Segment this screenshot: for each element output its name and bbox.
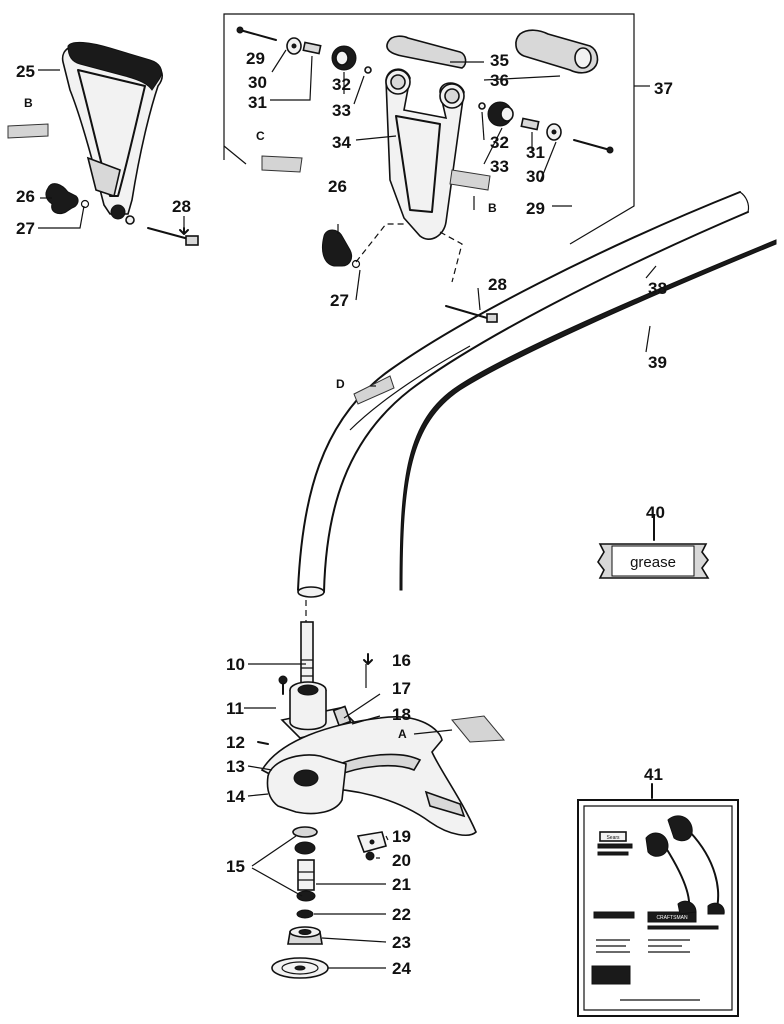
label-30-left: 30: [248, 73, 267, 92]
operators-manual-part-41: Sears CRAFTSMAN: [577, 783, 739, 1017]
label-b-left: B: [24, 96, 33, 110]
label-b-right: B: [488, 201, 497, 215]
grease-label: grease: [630, 554, 676, 571]
label-15: 15: [226, 857, 245, 876]
label-36: 36: [490, 71, 509, 90]
label-26-left: 26: [16, 187, 35, 206]
label-41: 41: [644, 765, 663, 784]
label-12: 12: [226, 733, 245, 752]
handle-assembly-bracket: [223, 13, 650, 245]
leader-lines: [38, 49, 657, 969]
label-16: 16: [392, 651, 411, 670]
label-34: 34: [332, 133, 351, 152]
handle-assembly-left: [7, 41, 199, 246]
label-28-left: 28: [172, 197, 191, 216]
shaft-tube-part-38: [297, 191, 741, 591]
decal-a: [451, 715, 506, 743]
label-27-right: 27: [330, 291, 349, 310]
label-11: 11: [226, 699, 244, 718]
label-14: 14: [226, 787, 245, 806]
grease-packet-part-40: grease: [597, 515, 710, 579]
label-24: 24: [392, 959, 411, 978]
label-28-right: 28: [488, 275, 507, 294]
handle-assembly-right: [236, 26, 614, 323]
arrow-28: [179, 227, 189, 235]
label-13: 13: [226, 757, 245, 776]
decal-b-left: [7, 123, 49, 139]
arrow-16: [363, 653, 373, 665]
decal-b-right: [449, 169, 491, 191]
label-22: 22: [392, 905, 411, 924]
label-c: C: [256, 129, 265, 143]
flex-cable-part-39: [399, 239, 777, 591]
label-32-left: 32: [332, 75, 351, 94]
label-27-left: 27: [16, 219, 35, 238]
label-30-right: 30: [526, 167, 545, 186]
label-39: 39: [648, 353, 667, 372]
label-38: 38: [648, 279, 667, 298]
label-20: 20: [392, 851, 411, 870]
guard-part-13: [260, 716, 477, 836]
label-17: 17: [392, 679, 411, 698]
manual-brand-right: CRAFTSMAN: [656, 915, 688, 921]
gear-head-assembly: [257, 600, 506, 979]
label-33-left: 33: [332, 101, 351, 120]
label-23: 23: [392, 933, 411, 952]
label-32-right: 32: [490, 133, 509, 152]
label-a: A: [398, 727, 407, 741]
label-37: 37: [654, 79, 673, 98]
shaft-assembly: [297, 191, 777, 598]
label-19: 19: [392, 827, 411, 846]
label-d: D: [336, 377, 345, 391]
decal-c: [261, 155, 303, 173]
callout-labels: 25 B 26 27 28 29 30 31 C 32 33 34 35 36 …: [16, 49, 673, 978]
label-25: 25: [16, 62, 35, 81]
label-33-right: 33: [490, 157, 509, 176]
label-31-left: 31: [248, 93, 267, 112]
label-40: 40: [646, 503, 665, 522]
wing-knob-part-26-right: [321, 229, 353, 267]
label-35: 35: [490, 51, 509, 70]
label-18: 18: [392, 705, 411, 724]
wing-knob-part-26: [45, 183, 79, 215]
decal-d: [353, 375, 395, 405]
label-21: 21: [392, 875, 411, 894]
manual-brand: Sears: [606, 835, 620, 841]
label-31-right: 31: [526, 143, 545, 162]
label-29-left: 29: [246, 49, 265, 68]
label-26-right: 26: [328, 177, 347, 196]
label-29-right: 29: [526, 199, 545, 218]
label-10: 10: [226, 655, 245, 674]
